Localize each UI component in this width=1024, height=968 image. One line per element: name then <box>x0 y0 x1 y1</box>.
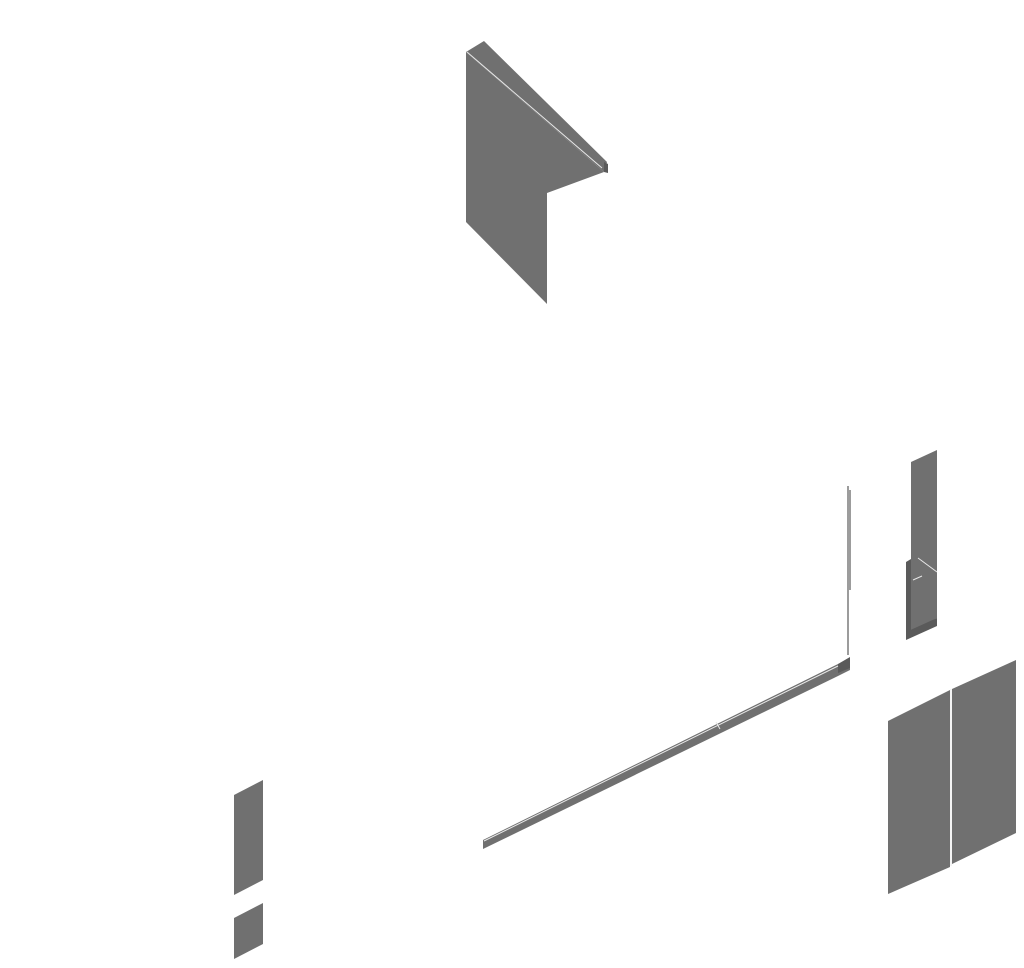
tall-narrow-panel <box>906 450 938 640</box>
post-detail-edge <box>917 557 938 573</box>
rail-end-face <box>838 657 850 673</box>
rail-face <box>483 662 850 849</box>
door-left-leaf <box>888 690 950 894</box>
lower-small-panel-face <box>234 903 263 959</box>
thin-vertical-rod <box>847 486 851 655</box>
double-door-panel <box>888 660 1016 894</box>
l-panel-lip-face <box>604 162 608 173</box>
rail-top-edge <box>483 665 839 842</box>
post-main-face <box>911 450 937 632</box>
rail-joint-edge <box>715 721 721 730</box>
post-detail-edge-2 <box>912 575 923 581</box>
l-panel-front-face <box>466 52 604 304</box>
long-diagonal-rail <box>483 657 850 849</box>
l-panel-top-face <box>466 41 607 172</box>
l-shaped-panel <box>466 41 608 304</box>
l-panel-fold-edge <box>466 51 603 169</box>
upper-small-panel-face <box>234 780 263 895</box>
lower-small-panel <box>234 903 263 959</box>
post-base-face <box>906 618 937 640</box>
post-side-face <box>906 559 911 636</box>
upper-small-panel <box>234 780 263 895</box>
door-right-leaf <box>952 660 1016 864</box>
